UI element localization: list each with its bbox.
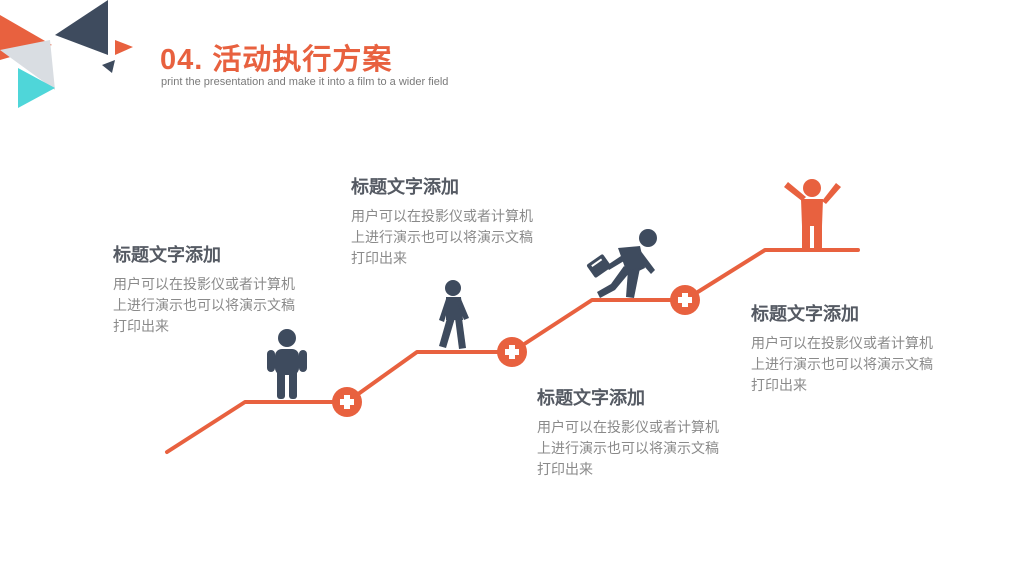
page-title: 04. 活动执行方案 <box>160 44 393 76</box>
block-title: 标题文字添加 <box>537 388 645 408</box>
page-subtitle: print the presentation and make it into … <box>161 76 449 88</box>
block-body: 用户可以在投影仪或者计算机上进行演示也可以将演示文稿打印出来 <box>537 419 719 477</box>
person-briefcase-running-icon <box>587 229 657 298</box>
person-walking-icon <box>439 280 469 349</box>
decorative-triangles <box>0 0 133 108</box>
block-title: 标题文字添加 <box>351 177 459 197</box>
plus-icon <box>670 285 700 315</box>
person-standing-icon <box>267 329 307 399</box>
block-title: 标题文字添加 <box>113 245 221 265</box>
text-block-3: 标题文字添加 用户可以在投影仪或者计算机上进行演示也可以将演示文稿打印出来 <box>537 384 727 480</box>
text-block-2: 标题文字添加 用户可以在投影仪或者计算机上进行演示也可以将演示文稿打印出来 <box>351 173 541 269</box>
person-arms-raised-icon <box>784 179 841 249</box>
block-body: 用户可以在投影仪或者计算机上进行演示也可以将演示文稿打印出来 <box>751 335 933 393</box>
plus-icon <box>332 387 362 417</box>
block-body: 用户可以在投影仪或者计算机上进行演示也可以将演示文稿打印出来 <box>351 208 533 266</box>
text-block-1: 标题文字添加 用户可以在投影仪或者计算机上进行演示也可以将演示文稿打印出来 <box>113 241 303 337</box>
block-title: 标题文字添加 <box>751 304 859 324</box>
block-body: 用户可以在投影仪或者计算机上进行演示也可以将演示文稿打印出来 <box>113 276 295 334</box>
plus-icon <box>497 337 527 367</box>
text-block-4: 标题文字添加 用户可以在投影仪或者计算机上进行演示也可以将演示文稿打印出来 <box>751 300 941 396</box>
